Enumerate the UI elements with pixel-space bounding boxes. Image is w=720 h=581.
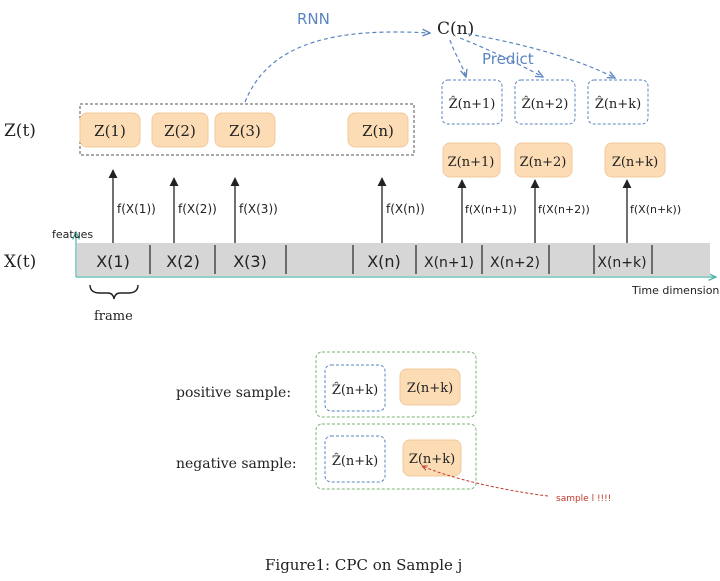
x-frame-labels: X(1) X(2) X(3) X(n) X(n+1) X(n+2) X(n+k) bbox=[96, 252, 646, 271]
z-context-container bbox=[79, 103, 415, 156]
predicted-z-box-1 bbox=[441, 79, 503, 125]
time-bar bbox=[77, 243, 710, 276]
z-future-label-3: Z(n+k) bbox=[612, 155, 658, 170]
x-frame-label-n2: X(n+2) bbox=[490, 255, 540, 271]
rnn-label: RNN bbox=[297, 10, 330, 28]
z-box-3 bbox=[214, 112, 276, 148]
z-future-group: Z(n+1) Z(n+2) Z(n+k) bbox=[442, 142, 666, 178]
positive-pred-label: Ẑ(n+k) bbox=[332, 382, 378, 398]
frame-label: frame bbox=[94, 309, 133, 324]
positive-sample-label: positive sample: bbox=[176, 385, 291, 401]
z-label-3: Z(3) bbox=[229, 122, 261, 140]
predicted-z-group: Ẑ(n+1) Ẑ(n+2) Ẑ(n+k) bbox=[441, 79, 649, 125]
z-future-label-1: Z(n+1) bbox=[448, 155, 495, 170]
time-dimension-label: Time dimension bbox=[631, 284, 719, 297]
z-box-1 bbox=[79, 112, 141, 148]
encoder-label-n2: f(X(n+2)) bbox=[538, 203, 590, 216]
frame-brace bbox=[89, 284, 139, 300]
predict-arrow-2 bbox=[459, 37, 543, 77]
features-label: featues bbox=[52, 228, 93, 241]
encoder-label-n1: f(X(n+1)) bbox=[465, 203, 517, 216]
x-frame-label-1: X(1) bbox=[96, 252, 130, 271]
encoder-label-2: f(X(2)) bbox=[178, 202, 217, 216]
sample-note-arrow bbox=[422, 466, 549, 497]
z-future-box-3 bbox=[604, 142, 666, 178]
encoder-label-1: f(X(1)) bbox=[117, 202, 156, 216]
encoder-arrows bbox=[108, 169, 632, 244]
z-row-label: Z(t) bbox=[4, 121, 36, 141]
negative-sample-label: negative sample: bbox=[176, 456, 297, 472]
z-box-n bbox=[347, 112, 409, 148]
z-future-label-2: Z(n+2) bbox=[520, 155, 567, 170]
x-frame-label-nk: X(n+k) bbox=[597, 255, 646, 271]
z-label-1: Z(1) bbox=[94, 122, 126, 140]
x-frame-label-n: X(n) bbox=[367, 252, 401, 271]
negative-pred-label: Ẑ(n+k) bbox=[332, 453, 378, 469]
encoder-label-3: f(X(3)) bbox=[239, 202, 278, 216]
predict-label: Predict bbox=[482, 50, 534, 68]
z-context-group: Z(1) Z(2) Z(3) Z(n) bbox=[79, 112, 409, 148]
x-frame-label-3: X(3) bbox=[233, 252, 267, 271]
z-label-n: Z(n) bbox=[362, 122, 394, 140]
predicted-z-box-3 bbox=[587, 79, 649, 125]
x-frame-label-n1: X(n+1) bbox=[424, 255, 474, 271]
predicted-z-label-2: Ẑ(n+2) bbox=[522, 96, 569, 112]
predicted-z-label-3: Ẑ(n+k) bbox=[595, 96, 641, 112]
negative-pred-box bbox=[324, 435, 386, 483]
x-frame-label-2: X(2) bbox=[166, 252, 200, 271]
z-future-box-1 bbox=[442, 142, 501, 178]
predict-arrow-1 bbox=[449, 39, 466, 77]
negative-true-label: Z(n+k) bbox=[409, 452, 455, 467]
z-box-2 bbox=[151, 112, 209, 148]
predicted-z-label-1: Ẑ(n+1) bbox=[449, 96, 496, 112]
figure-caption: Figure1: CPC on Sample j bbox=[265, 556, 462, 574]
encoder-label-nk: f(X(n+k)) bbox=[630, 203, 681, 216]
negative-true-box bbox=[402, 439, 462, 477]
positive-true-label: Z(n+k) bbox=[407, 381, 453, 396]
z-label-2: Z(2) bbox=[164, 122, 196, 140]
positive-pred-box bbox=[324, 364, 386, 412]
rnn-arrow bbox=[244, 32, 430, 103]
sample-note: sample l !!!! bbox=[556, 494, 611, 504]
positive-true-box bbox=[399, 368, 461, 406]
z-future-box-2 bbox=[514, 142, 573, 178]
predicted-z-box-2 bbox=[514, 79, 576, 125]
frame-dividers bbox=[149, 245, 653, 274]
predict-arrow-3 bbox=[467, 33, 615, 78]
encoder-labels: f(X(1)) f(X(2)) f(X(3)) f(X(n)) f(X(n+1)… bbox=[117, 202, 681, 216]
context-label: C(n) bbox=[437, 19, 474, 39]
encoder-label-n: f(X(n)) bbox=[386, 202, 425, 216]
x-row-label: X(t) bbox=[4, 252, 36, 272]
